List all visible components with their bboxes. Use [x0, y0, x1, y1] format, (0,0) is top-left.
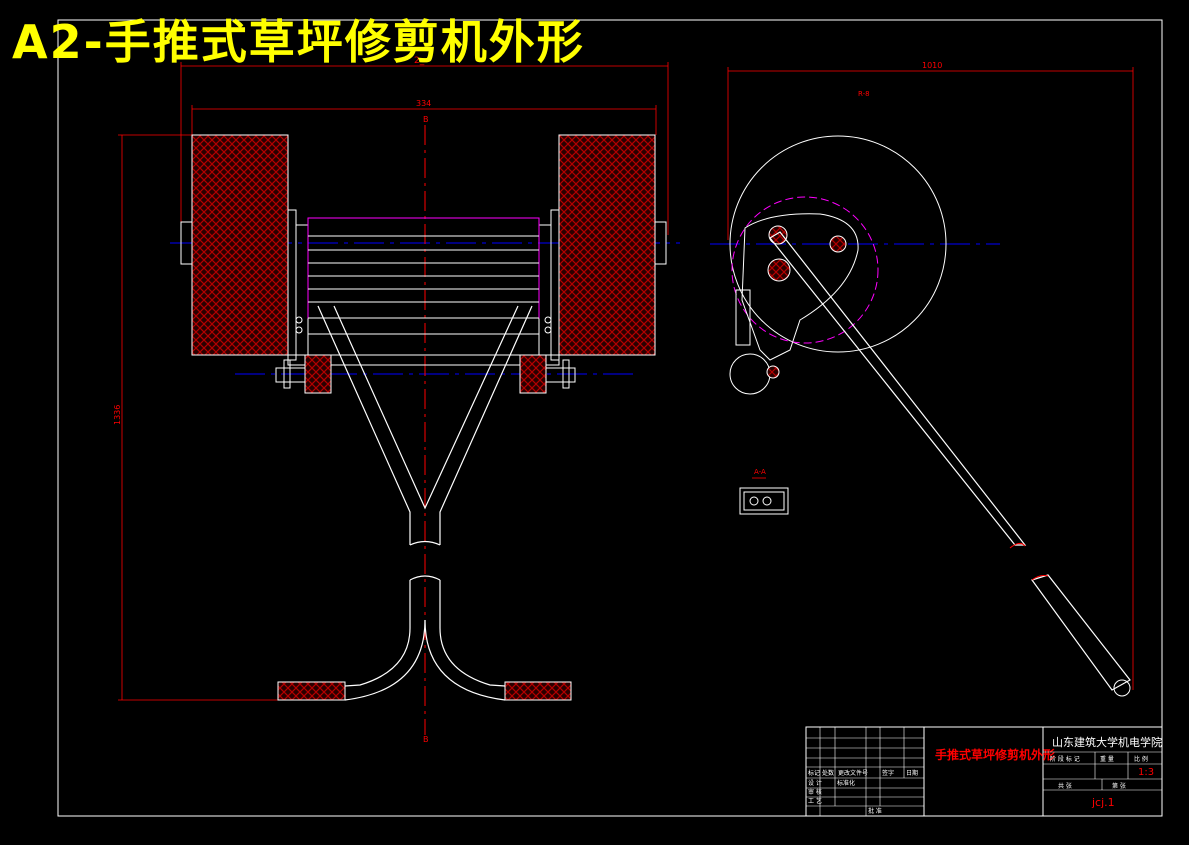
hub-right [654, 221, 667, 265]
section-marker-bottom: B [423, 735, 429, 744]
drawing-name: 手推式草坪修剪机外形 [935, 747, 1055, 762]
title-block: 标记 处数 更改文件号 签字 日期 设 计 标准化 审 核 工 艺 批 准 手推… [805, 726, 1163, 817]
label-weight: 重 量 [1100, 755, 1114, 763]
label-stage: 阶 段 标 记 [1050, 755, 1080, 763]
wheel-right [558, 134, 656, 356]
label-check: 审 核 [808, 788, 822, 796]
detail-view: A-A [739, 468, 789, 515]
side-handle-upper [769, 231, 1027, 546]
label-sign: 签字 [882, 769, 894, 777]
label-design: 设 计 [808, 779, 822, 787]
side-plate-right [550, 209, 560, 361]
dimension-overall-width: 2_ [414, 56, 425, 66]
drawing-frame [57, 19, 1163, 817]
label-sheet: 第 张 [1112, 782, 1126, 790]
side-plate-left [287, 209, 297, 361]
label-count: 处数 [822, 769, 834, 777]
dimension-inner-width: 334 [416, 99, 431, 108]
detail-label: A-A [754, 468, 766, 476]
label-date: 日期 [906, 769, 918, 777]
label-mark: 标记 [808, 769, 820, 777]
roller-right [519, 354, 547, 394]
cutter-reel [307, 217, 540, 335]
handle-frame [317, 305, 533, 701]
wheel-left [191, 134, 289, 356]
label-process: 工 艺 [808, 797, 822, 805]
section-marker-top: B [423, 115, 429, 124]
label-ratio: 比 例 [1134, 755, 1148, 763]
front-view: 2_ 334 1336 B B [113, 56, 680, 744]
reel-outline [731, 196, 879, 344]
institution: 山东建筑大学机电学院 [1052, 735, 1162, 749]
roller-left [304, 354, 332, 394]
label-total: 共 张 [1058, 782, 1072, 790]
grip-right [504, 681, 572, 701]
side-wheel [729, 135, 947, 353]
drawing-number: jcj.1 [1091, 796, 1115, 809]
side-handle-lower [1031, 574, 1131, 691]
label-approve: 批 准 [868, 807, 882, 815]
label-standard: 标准化 [837, 779, 855, 787]
scale-value: 1:3 [1138, 767, 1154, 778]
side-view: 1010 R-8 [710, 61, 1134, 697]
hub-left [180, 221, 193, 265]
label-file: 更改文件号 [838, 769, 868, 777]
sheet-title: A2-手推式草坪修剪机外形 [12, 15, 585, 69]
side-plate [741, 213, 859, 361]
dimension-side-length: 1010 [922, 61, 942, 70]
side-roller [729, 353, 771, 395]
grip-left [277, 681, 346, 701]
dimension-height: 1336 [113, 405, 122, 425]
dimension-radius: R-8 [858, 90, 870, 98]
